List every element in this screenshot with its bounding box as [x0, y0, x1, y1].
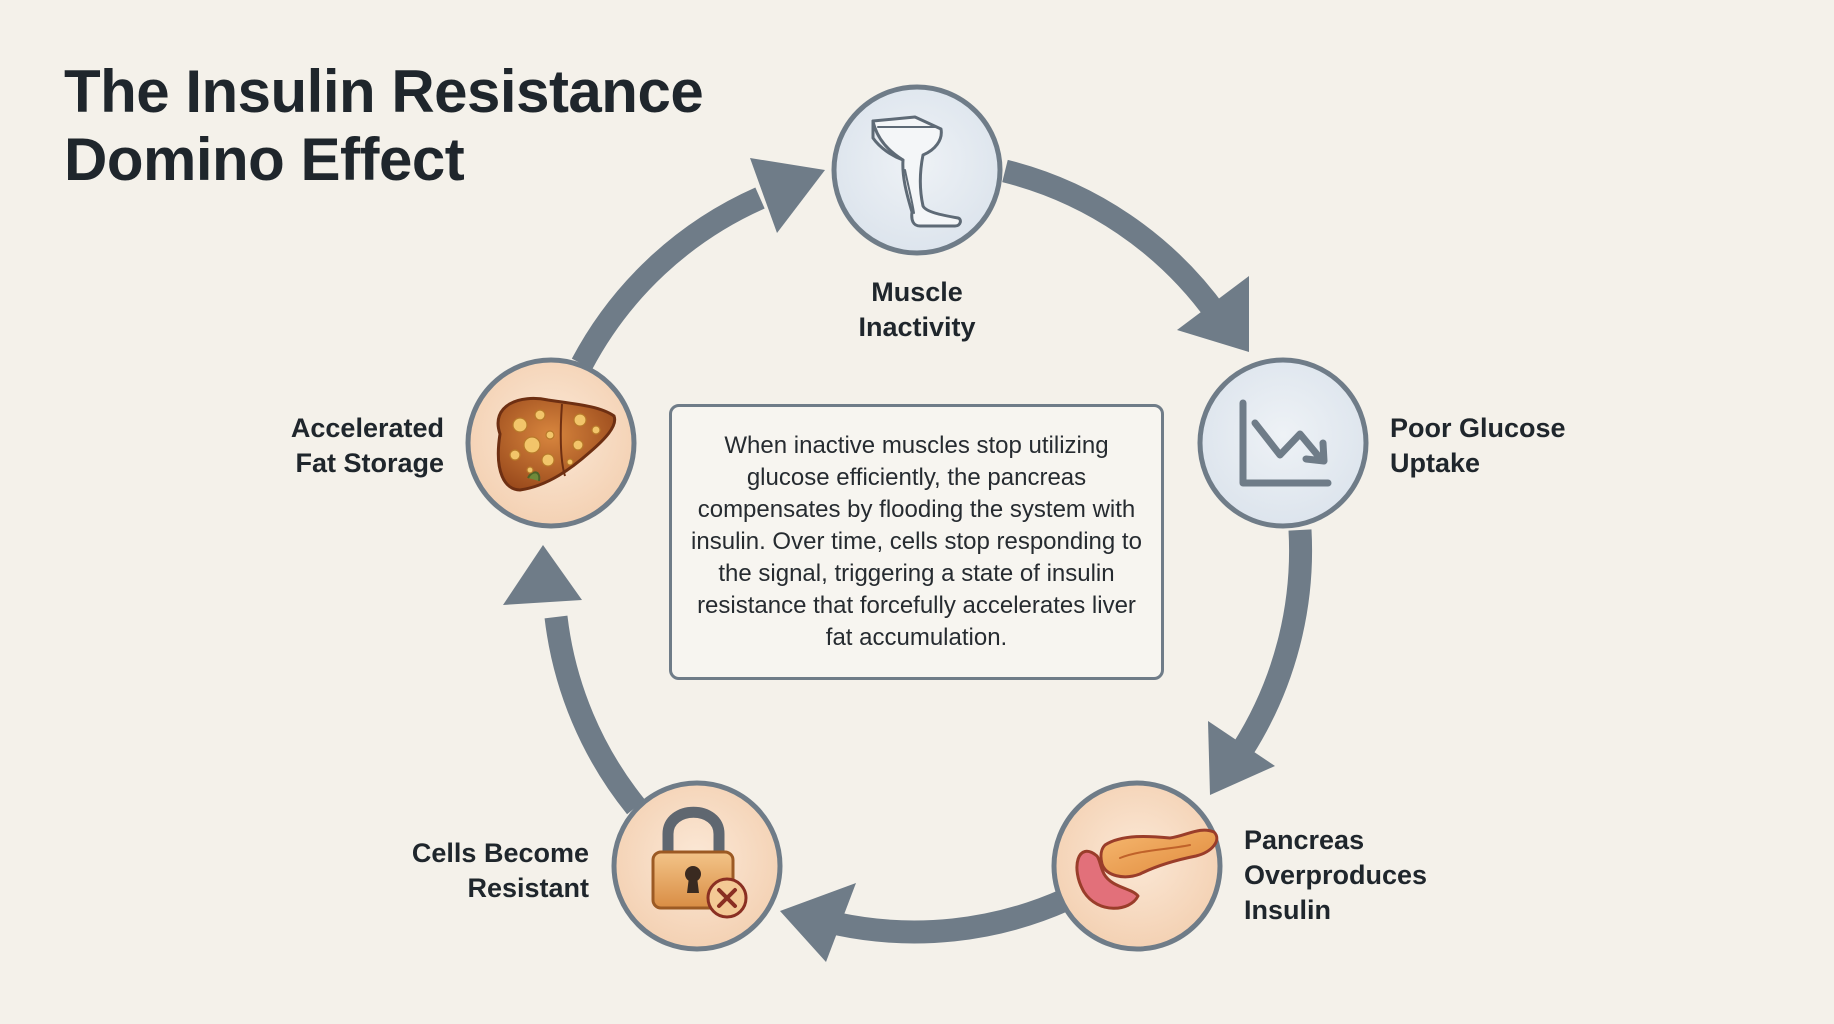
cycle-arrows — [544, 159, 1313, 944]
arrow-fat-to-muscle — [571, 187, 765, 370]
arrow-glucose-to-pancreas — [1233, 529, 1313, 756]
fat-label-line-2: Fat Storage — [295, 448, 444, 478]
pancreas-label-line-2: Overproduces — [1244, 860, 1428, 890]
pancreas-overproduces-label: Pancreas Overproduces Insulin — [1244, 823, 1427, 928]
pancreas-icon — [1075, 828, 1219, 910]
title-line-1: The Insulin Resistance — [64, 58, 704, 125]
leg-icon — [871, 115, 962, 228]
page-title: The Insulin Resistance Domino Effect — [64, 58, 704, 194]
arrow-pancreas-to-cells — [835, 889, 1070, 944]
arrowhead-1 — [1177, 276, 1249, 352]
explanation-text: When inactive muscles stop utilizing glu… — [691, 432, 1142, 651]
fat-label-line-1: Accelerated — [290, 413, 444, 443]
arrowhead-2 — [1208, 721, 1275, 795]
cells-become-resistant-label: Cells Become Resistant — [339, 836, 589, 906]
locked-padlock-icon — [651, 806, 748, 919]
cells-label-line-1: Cells Become — [411, 838, 589, 868]
arrowhead-5 — [750, 158, 825, 233]
title-line-2: Domino Effect — [64, 126, 465, 193]
arrow-cells-to-fat — [544, 615, 645, 815]
accelerated-fat-storage-label: Accelerated Fat Storage — [214, 411, 444, 481]
arrowhead-3 — [780, 883, 856, 962]
glucose-label-line-2: Uptake — [1390, 448, 1481, 478]
muscle-label-line-1: Muscle — [871, 277, 963, 307]
arrow-heads — [503, 158, 1275, 962]
muscle-inactivity-label: Muscle Inactivity — [817, 275, 1017, 345]
muscle-label-line-2: Inactivity — [858, 312, 976, 342]
glucose-label-line-1: Poor Glucose — [1390, 413, 1566, 443]
declining-chart-icon — [1239, 399, 1332, 487]
pancreas-label-line-1: Pancreas — [1244, 825, 1365, 855]
glucose-node-circle — [1197, 357, 1369, 529]
poor-glucose-uptake-label: Poor Glucose Uptake — [1390, 411, 1566, 481]
arrowhead-4 — [503, 545, 582, 605]
arrow-muscle-to-glucose — [1002, 159, 1227, 322]
cells-label-line-2: Resistant — [467, 873, 589, 903]
pancreas-label-line-3: Insulin — [1244, 895, 1331, 925]
explanation-box: When inactive muscles stop utilizing glu… — [669, 404, 1164, 680]
fatty-liver-icon — [496, 396, 617, 492]
